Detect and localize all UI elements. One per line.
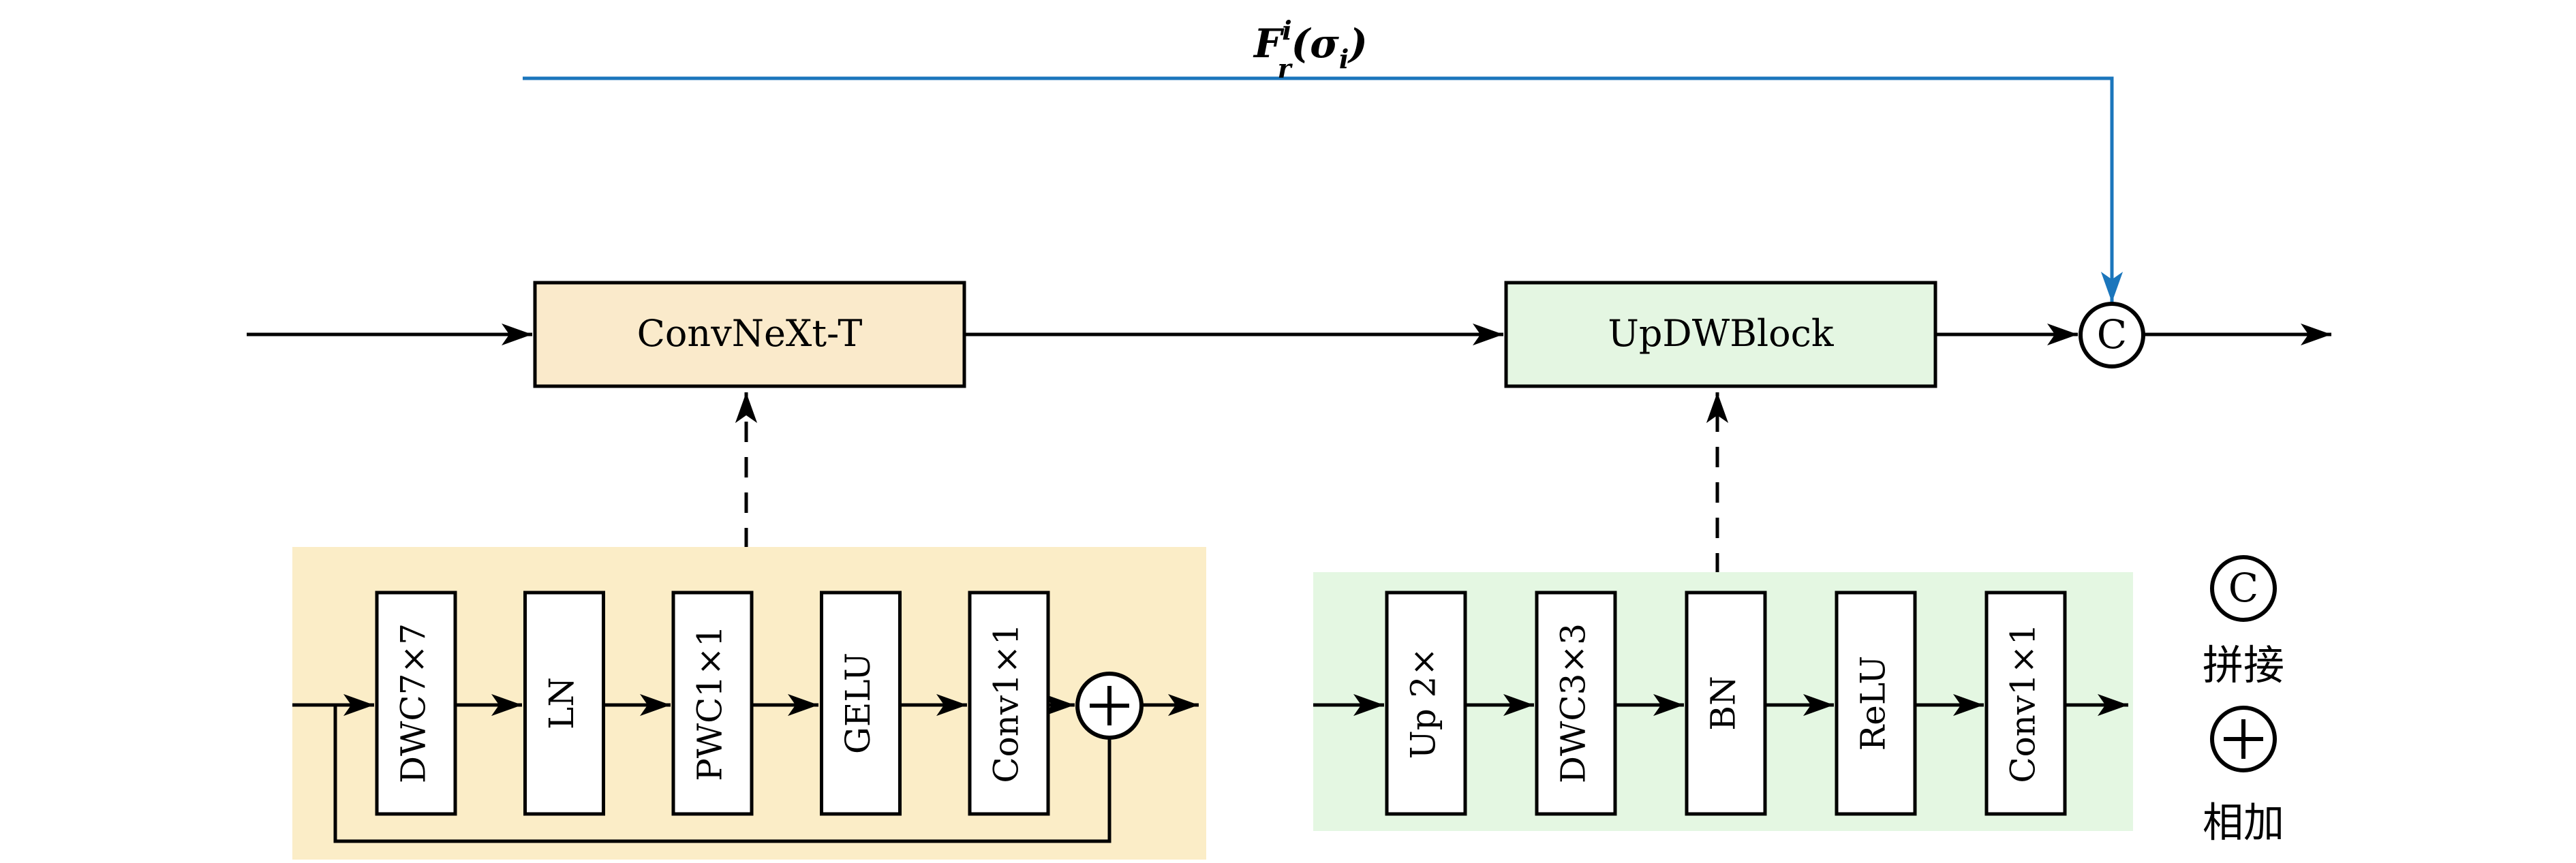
sub-block-gelu-label: GELU	[838, 653, 878, 754]
sub-block-up2x	[1385, 591, 1467, 816]
sub-block-bn	[1685, 591, 1767, 816]
residual-skip-path	[333, 705, 1111, 843]
legend-concat-icon	[2210, 555, 2277, 622]
sub-block-ln	[523, 591, 605, 816]
concat-node-symbol: C	[2097, 311, 2127, 358]
sub-block-gelu	[820, 591, 902, 816]
sub-block-bn-label: BN	[1704, 676, 1743, 731]
concat-node-circle	[2079, 302, 2145, 368]
block-updwblock	[1504, 281, 1937, 388]
sub-block-pwc1x1	[671, 591, 754, 816]
updw-detail-blocks: Up 2× DWC3×3 BN ReLU Conv1×1	[1385, 591, 2067, 816]
sub-block-dwc7x7	[375, 591, 457, 816]
sub-block-conv1x1-yellow	[968, 591, 1050, 816]
legend-add-label: 相加	[2203, 800, 2284, 847]
sub-block-conv1x1-green-label: Conv1×1	[2004, 623, 2043, 783]
skip-connection-line	[523, 76, 2123, 302]
block-convnext-t-label: ConvNeXt-T	[637, 312, 863, 355]
sub-block-relu	[1835, 591, 1917, 816]
sub-block-relu-label: ReLU	[1854, 656, 1893, 751]
legend-concat-label: 拼接	[2203, 642, 2284, 690]
sub-block-ln-label: LN	[542, 677, 581, 729]
sub-block-conv1x1-yellow-label: Conv1×1	[987, 623, 1026, 783]
sub-block-pwc1x1-label: PWC1×1	[690, 625, 730, 781]
sub-block-dwc3x3-label: DWC3×3	[1554, 623, 1593, 783]
plus-icon	[1090, 686, 1129, 725]
block-updwblock-label: UpDWBlock	[1608, 312, 1835, 355]
sub-block-dwc3x3	[1535, 591, 1617, 816]
legend-plus-icon	[2224, 719, 2263, 759]
legend: C 拼接 相加	[2203, 555, 2284, 847]
convnext-detail-blocks: DWC7×7 LN PWC1×1 GELU Conv1×1	[375, 591, 1050, 816]
sub-block-up2x-label: Up 2×	[1404, 648, 1443, 759]
sub-block-conv1x1-green	[1984, 591, 2067, 816]
legend-concat-symbol: C	[2228, 565, 2258, 611]
sub-block-dwc7x7-label: DWC7×7	[394, 623, 433, 783]
